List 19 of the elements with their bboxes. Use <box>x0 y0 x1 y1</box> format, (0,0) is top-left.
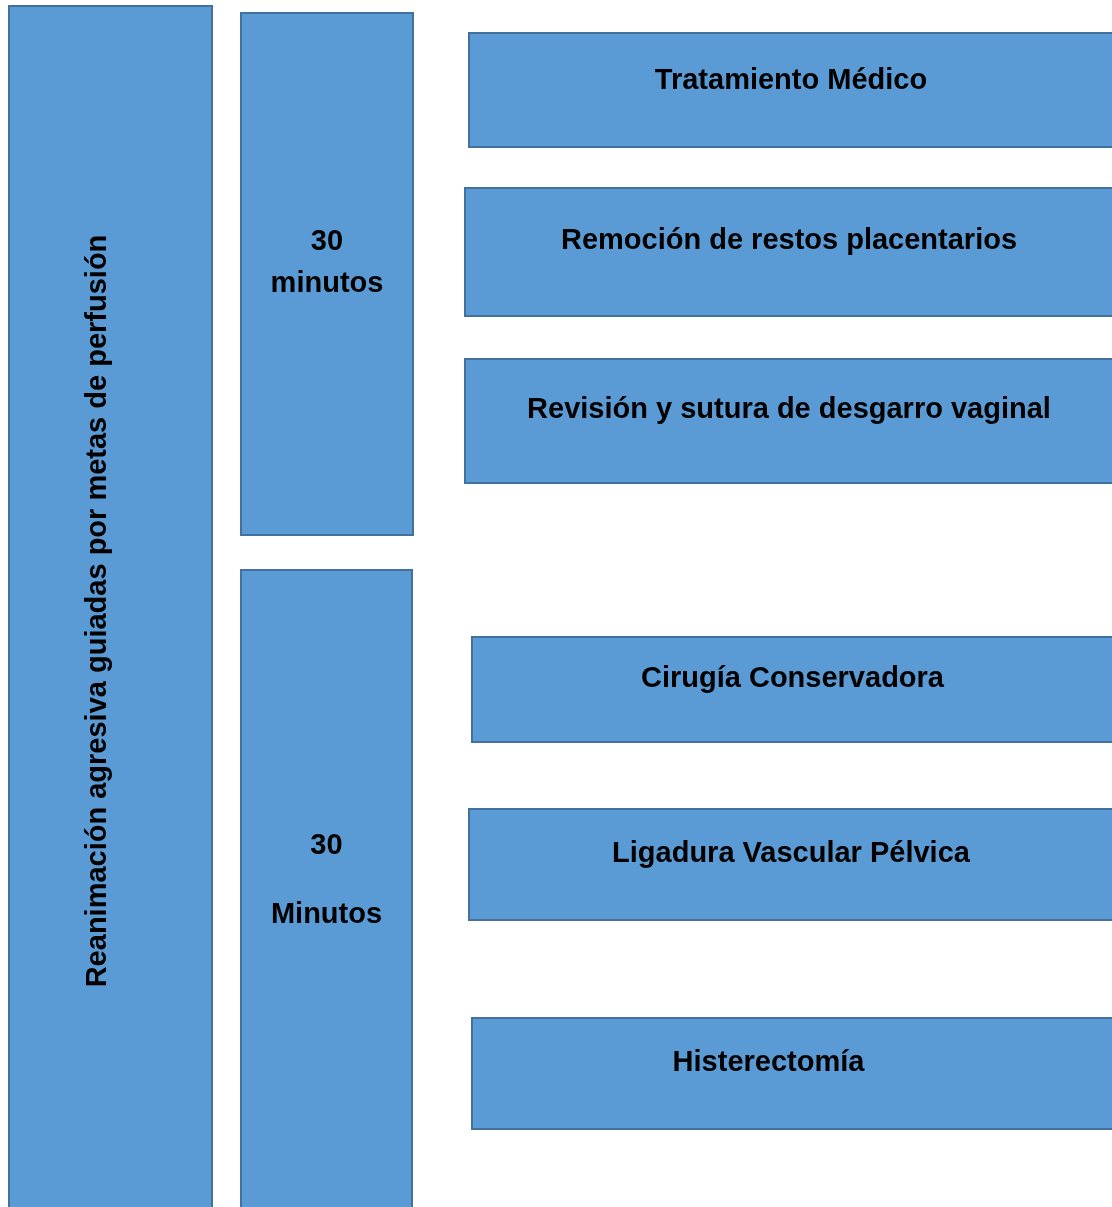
box-label: Ligadura Vascular Pélvica <box>612 835 970 870</box>
box-label: Cirugía Conservadora <box>641 660 944 695</box>
process-box <box>468 32 1112 148</box>
box-label: Reanimación agresiva guiadas por metas de perfusión <box>79 234 112 988</box>
process-box <box>8 5 213 1207</box>
box-label: Minutos <box>270 896 383 932</box>
box-label: 30 minutos <box>269 223 385 301</box>
box-label: Revisión y sutura de desgarro vaginal <box>527 391 1051 426</box>
process-box <box>464 187 1112 317</box>
box-label: 30 <box>310 827 343 862</box>
process-box <box>240 12 414 536</box>
box-label: Tratamiento Médico <box>654 62 928 97</box>
process-box <box>468 808 1112 921</box>
process-box <box>471 1017 1112 1130</box>
box-label: Histerectomía <box>672 1044 865 1079</box>
process-box <box>464 358 1112 484</box>
process-box <box>240 569 413 1207</box>
process-box <box>471 636 1112 743</box>
box-label: Remoción de restos placentarios <box>560 222 1018 257</box>
